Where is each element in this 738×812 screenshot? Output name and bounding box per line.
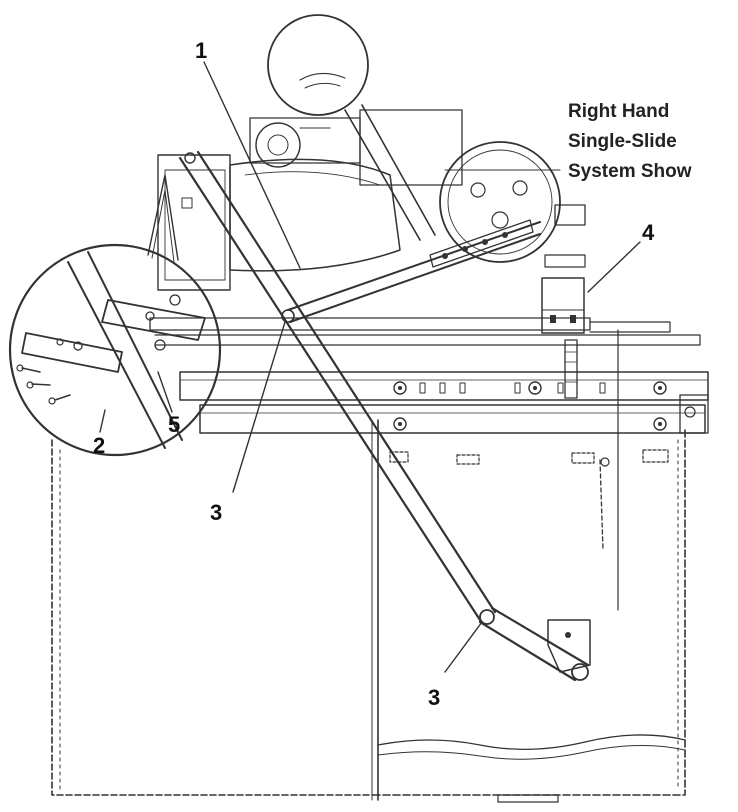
table-and-rails <box>149 317 709 434</box>
callout-1: 1 <box>195 38 207 63</box>
slide-bracket <box>541 277 585 399</box>
title-line-2: Single-Slide <box>568 131 677 152</box>
callout-2: 2 <box>93 433 105 458</box>
diagram-title: Right Hand Single-Slide System Show <box>568 101 692 182</box>
motor-housing <box>157 109 463 291</box>
callout-labels: 1 2 3 3 4 5 <box>93 38 655 710</box>
blade-wheel <box>439 141 586 268</box>
callout-5: 5 <box>168 412 180 437</box>
callout-3-lower: 3 <box>428 685 440 710</box>
callout-4: 4 <box>642 220 655 245</box>
upper-support-bar <box>281 219 541 323</box>
leader-lines <box>203 61 641 673</box>
callout-3-upper: 3 <box>210 500 222 525</box>
overhead-arm <box>267 14 436 241</box>
diagonal-support-bar <box>178 150 591 682</box>
saw-cabinet <box>51 329 686 803</box>
detail-magnifier <box>8 174 222 457</box>
title-line-1: Right Hand <box>568 101 669 122</box>
title-line-3: System Show <box>568 161 692 182</box>
